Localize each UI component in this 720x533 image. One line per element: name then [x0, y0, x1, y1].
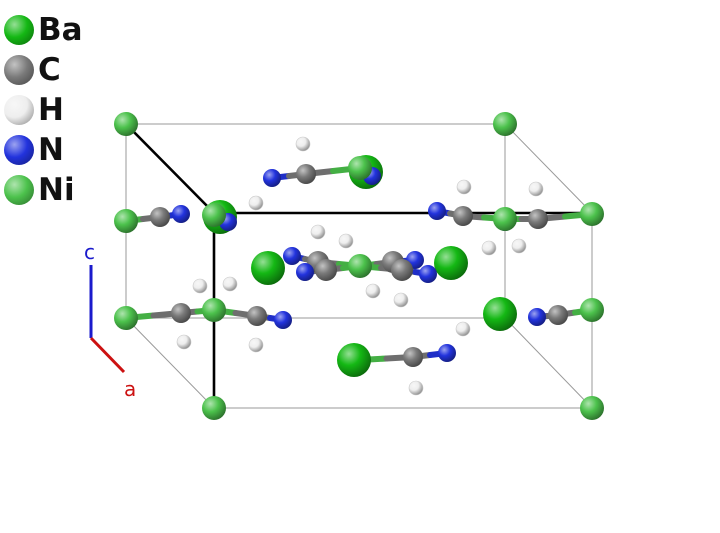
n-atom	[428, 202, 446, 220]
ni-atom	[580, 298, 604, 322]
legend-label-h: H	[38, 92, 64, 128]
h-atom	[408, 380, 424, 396]
n-atom	[263, 169, 281, 187]
h-atom	[192, 278, 208, 294]
legend-label-ba: Ba	[38, 12, 83, 48]
h-atom	[338, 233, 354, 249]
c-atom	[171, 303, 191, 323]
c-atom	[247, 306, 267, 326]
ni-atom	[348, 156, 372, 180]
n-atom	[419, 265, 437, 283]
cell-axis-edge	[124, 122, 216, 215]
unit-cell-outline	[124, 122, 594, 410]
legend-item-n: N	[4, 130, 83, 170]
ni-atom	[114, 209, 138, 233]
ni-atom	[202, 396, 226, 420]
c-atom	[403, 347, 423, 367]
h-atom	[528, 181, 544, 197]
cell-edge	[504, 317, 593, 409]
ni-atom	[580, 396, 604, 420]
n-atom	[438, 344, 456, 362]
h-atom	[456, 179, 472, 195]
h-atom	[481, 240, 497, 256]
n-atom	[274, 311, 292, 329]
ni-atom-icon	[4, 175, 34, 205]
ni-atom	[114, 112, 138, 136]
ni-atom	[493, 112, 517, 136]
h-atom	[295, 136, 311, 152]
h-atom	[248, 195, 264, 211]
c-atom-icon	[4, 55, 34, 85]
h-atom	[222, 276, 238, 292]
ni-atom	[202, 298, 226, 322]
n-atom	[172, 205, 190, 223]
ni-atom	[580, 202, 604, 226]
c-axis-label: c	[84, 240, 95, 264]
h-atom	[455, 321, 471, 337]
ni-atom	[348, 254, 372, 278]
legend-item-ni: Ni	[4, 170, 83, 210]
c-atom	[296, 164, 316, 184]
c-atom	[528, 209, 548, 229]
element-legend: Ba C H N Ni	[4, 10, 83, 210]
n-atom	[296, 263, 314, 281]
c-atom	[150, 207, 170, 227]
h-atom	[310, 224, 326, 240]
legend-item-ba: Ba	[4, 10, 83, 50]
h-atom	[511, 238, 527, 254]
h-atom	[393, 292, 409, 308]
n-atom-icon	[4, 135, 34, 165]
legend-label-n: N	[38, 132, 64, 168]
h-atom	[176, 334, 192, 350]
atom-layer	[114, 112, 604, 420]
h-atom	[248, 337, 264, 353]
c-atom	[548, 305, 568, 325]
ba-atom	[483, 297, 517, 331]
legend-item-h: H	[4, 90, 83, 130]
ni-atom	[493, 207, 517, 231]
ni-atom	[114, 306, 138, 330]
c-atom	[453, 206, 473, 226]
cell-edge	[125, 317, 215, 409]
cell-edge	[504, 123, 593, 214]
ba-atom	[337, 343, 371, 377]
h-atom-icon	[4, 95, 34, 125]
ba-atom	[434, 246, 468, 280]
n-atom	[283, 247, 301, 265]
a-axis-label: a	[124, 377, 136, 401]
n-atom	[528, 308, 546, 326]
c-atom	[315, 259, 337, 281]
legend-label-ni: Ni	[38, 172, 75, 208]
c-atom	[391, 259, 413, 281]
ni-atom	[202, 203, 226, 227]
ba-atom-icon	[4, 15, 34, 45]
h-atom	[365, 283, 381, 299]
a-axis-line	[89, 336, 126, 374]
ba-atom	[251, 251, 285, 285]
legend-item-c: C	[4, 50, 83, 90]
axis-indicator: c a	[84, 240, 136, 401]
legend-label-c: C	[38, 52, 61, 88]
